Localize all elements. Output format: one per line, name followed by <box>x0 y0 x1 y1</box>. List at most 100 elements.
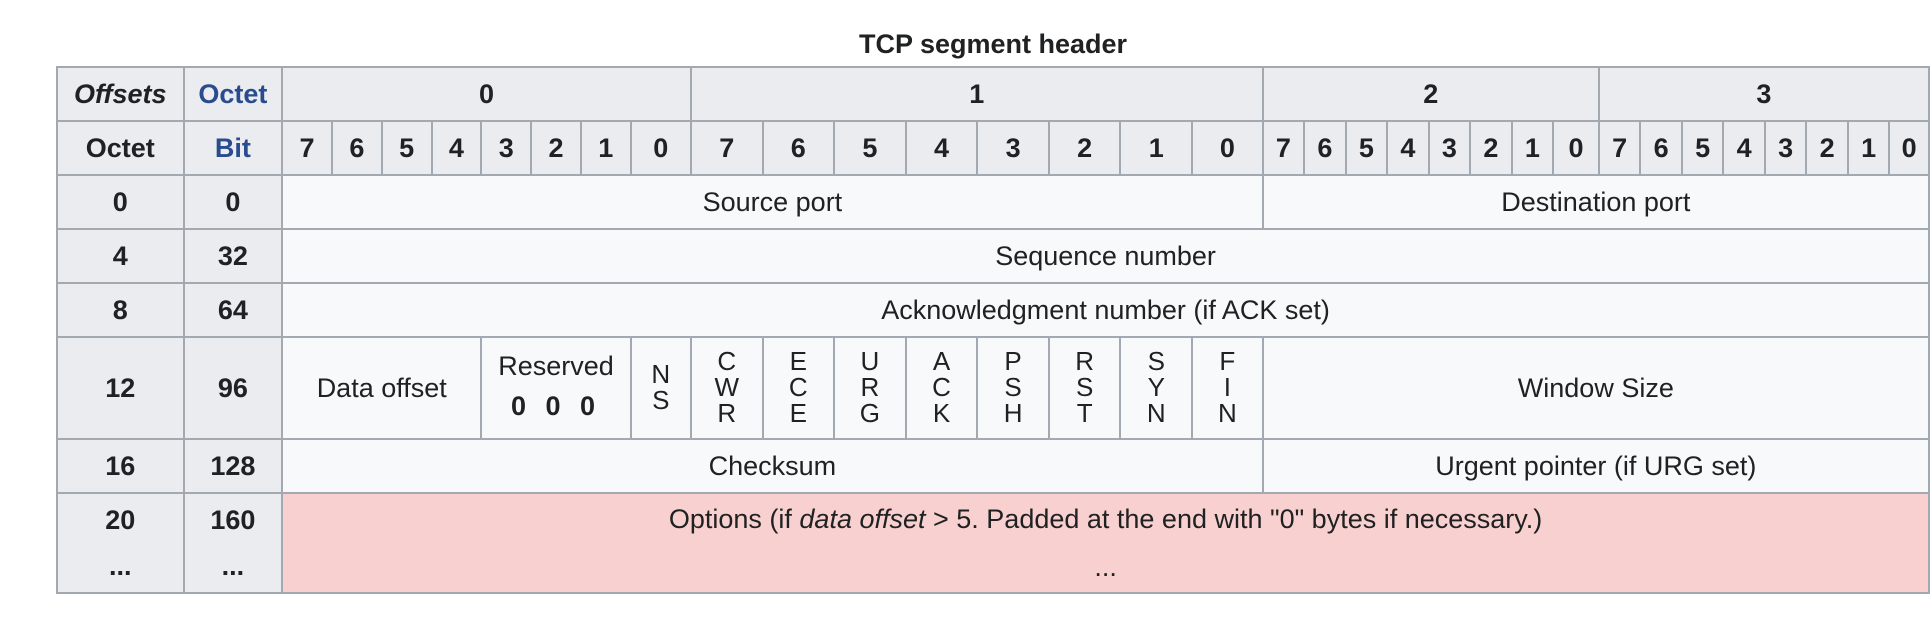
row-octet-offset: 4 <box>56 228 185 284</box>
destination-port-field: Destination port <box>1261 174 1931 230</box>
flag-letter: T <box>1076 397 1093 428</box>
window-size-field: Window Size <box>1261 336 1931 440</box>
header-row-octets: Offsets Octet 0 1 2 3 <box>56 66 1931 122</box>
flag-letter: H <box>1003 397 1023 428</box>
bit-number-header: 5 <box>1344 120 1389 176</box>
bit-number-header: 2 <box>1047 120 1122 176</box>
bit-number-header: 7 <box>1597 120 1642 176</box>
reserved-bits: 0 0 0 <box>510 391 602 421</box>
offsets-label: Offsets <box>56 66 185 122</box>
flag-letter: S <box>1147 345 1165 376</box>
flag-letter: E <box>789 345 807 376</box>
row-offset-4: 4 32 Sequence number <box>56 228 1930 284</box>
flag-letter: C <box>788 371 808 402</box>
bit-number-header: 2 <box>530 120 582 176</box>
flag-letter: C <box>717 345 737 376</box>
flag-letter: U <box>860 345 880 376</box>
row-bit-offset: 96 <box>182 336 284 440</box>
source-port-field: Source port <box>281 174 1264 230</box>
flag-letter: W <box>714 371 739 402</box>
flag-letter: S <box>1004 371 1022 402</box>
bit-number-header: 5 <box>380 120 433 176</box>
bit-number-header: 6 <box>761 120 836 176</box>
bit-number-header: 7 <box>689 120 764 176</box>
octet-3-header: 3 <box>1597 66 1931 122</box>
octet-2-header: 2 <box>1261 66 1600 122</box>
bit-number-header: 1 <box>1119 120 1194 176</box>
bit-number-header: 5 <box>1680 120 1725 176</box>
flag-letter: N <box>1146 397 1166 428</box>
options-more: ... <box>1094 552 1117 582</box>
flag-letter: R <box>1075 345 1095 376</box>
row-octet-offset: 0 <box>56 174 185 230</box>
flag-letter: S <box>652 384 670 415</box>
flag-letter: K <box>932 397 951 428</box>
flag-letter: Y <box>1147 371 1165 402</box>
octet-1-header: 1 <box>689 66 1264 122</box>
row-offset-16: 16 128 Checksum Urgent pointer (if URG s… <box>56 438 1931 494</box>
options-prefix: Options (if <box>668 504 800 534</box>
octet-0-header: 0 <box>281 66 692 122</box>
reserved-field: Reserved 0 0 0 <box>480 336 632 440</box>
flag-letter: F <box>1219 345 1236 376</box>
bit-number-header: 5 <box>833 120 907 176</box>
bit-number-header: 7 <box>1261 120 1306 176</box>
options-suffix: > 5. Padded at the end with "0" bytes if… <box>925 504 1543 534</box>
octet-label-blue: Octet <box>182 66 284 122</box>
row-offset-20: 20 ... 160 ... Options (if data offset >… <box>56 492 1930 594</box>
row-octet-offset-more: ... <box>109 551 132 581</box>
bit-number-header: 6 <box>1639 120 1683 176</box>
bit-number-header: 4 <box>904 120 979 176</box>
row-octet-offset-value: 20 <box>105 505 136 535</box>
flag-letter: N <box>1217 397 1237 428</box>
flag-letter: P <box>1004 345 1022 376</box>
sequence-number-field: Sequence number <box>281 228 1930 284</box>
flag-letter: G <box>859 397 881 428</box>
bit-number-header: 6 <box>330 120 383 176</box>
table-caption: TCP segment header <box>858 29 1128 59</box>
row-bit-offset: 128 <box>182 438 284 494</box>
row-bit-offset: 0 <box>182 174 284 230</box>
flag-letter: E <box>789 397 807 428</box>
bit-number-header: 0 <box>1191 120 1264 176</box>
row-bit-offset: 160 ... <box>182 492 284 594</box>
bit-label: Bit <box>182 120 284 176</box>
flag-letter: R <box>860 371 880 402</box>
flag-letter: S <box>1076 371 1094 402</box>
options-field: Options (if data offset > 5. Padded at t… <box>281 492 1930 594</box>
row-bit-offset-value: 160 <box>210 505 256 535</box>
flag-letter: A <box>932 345 951 376</box>
bit-number-header: 3 <box>1763 120 1808 176</box>
options-description: Options (if data offset > 5. Padded at t… <box>284 495 1927 543</box>
flag-letter: C <box>932 371 951 402</box>
bit-number-header: 1 <box>579 120 632 176</box>
bit-number-header: 2 <box>1469 120 1513 176</box>
row-octet-offset: 20 ... <box>56 492 185 594</box>
row-octet-offset: 12 <box>56 336 185 440</box>
bit-number-header: 0 <box>629 120 692 176</box>
bit-number-header: 4 <box>430 120 483 176</box>
octet-label: Octet <box>56 120 185 176</box>
bit-number-header: 3 <box>480 120 533 176</box>
bit-number-header: 3 <box>976 120 1050 176</box>
urgent-pointer-field: Urgent pointer (if URG set) <box>1261 438 1931 494</box>
bit-number-header: 3 <box>1427 120 1472 176</box>
